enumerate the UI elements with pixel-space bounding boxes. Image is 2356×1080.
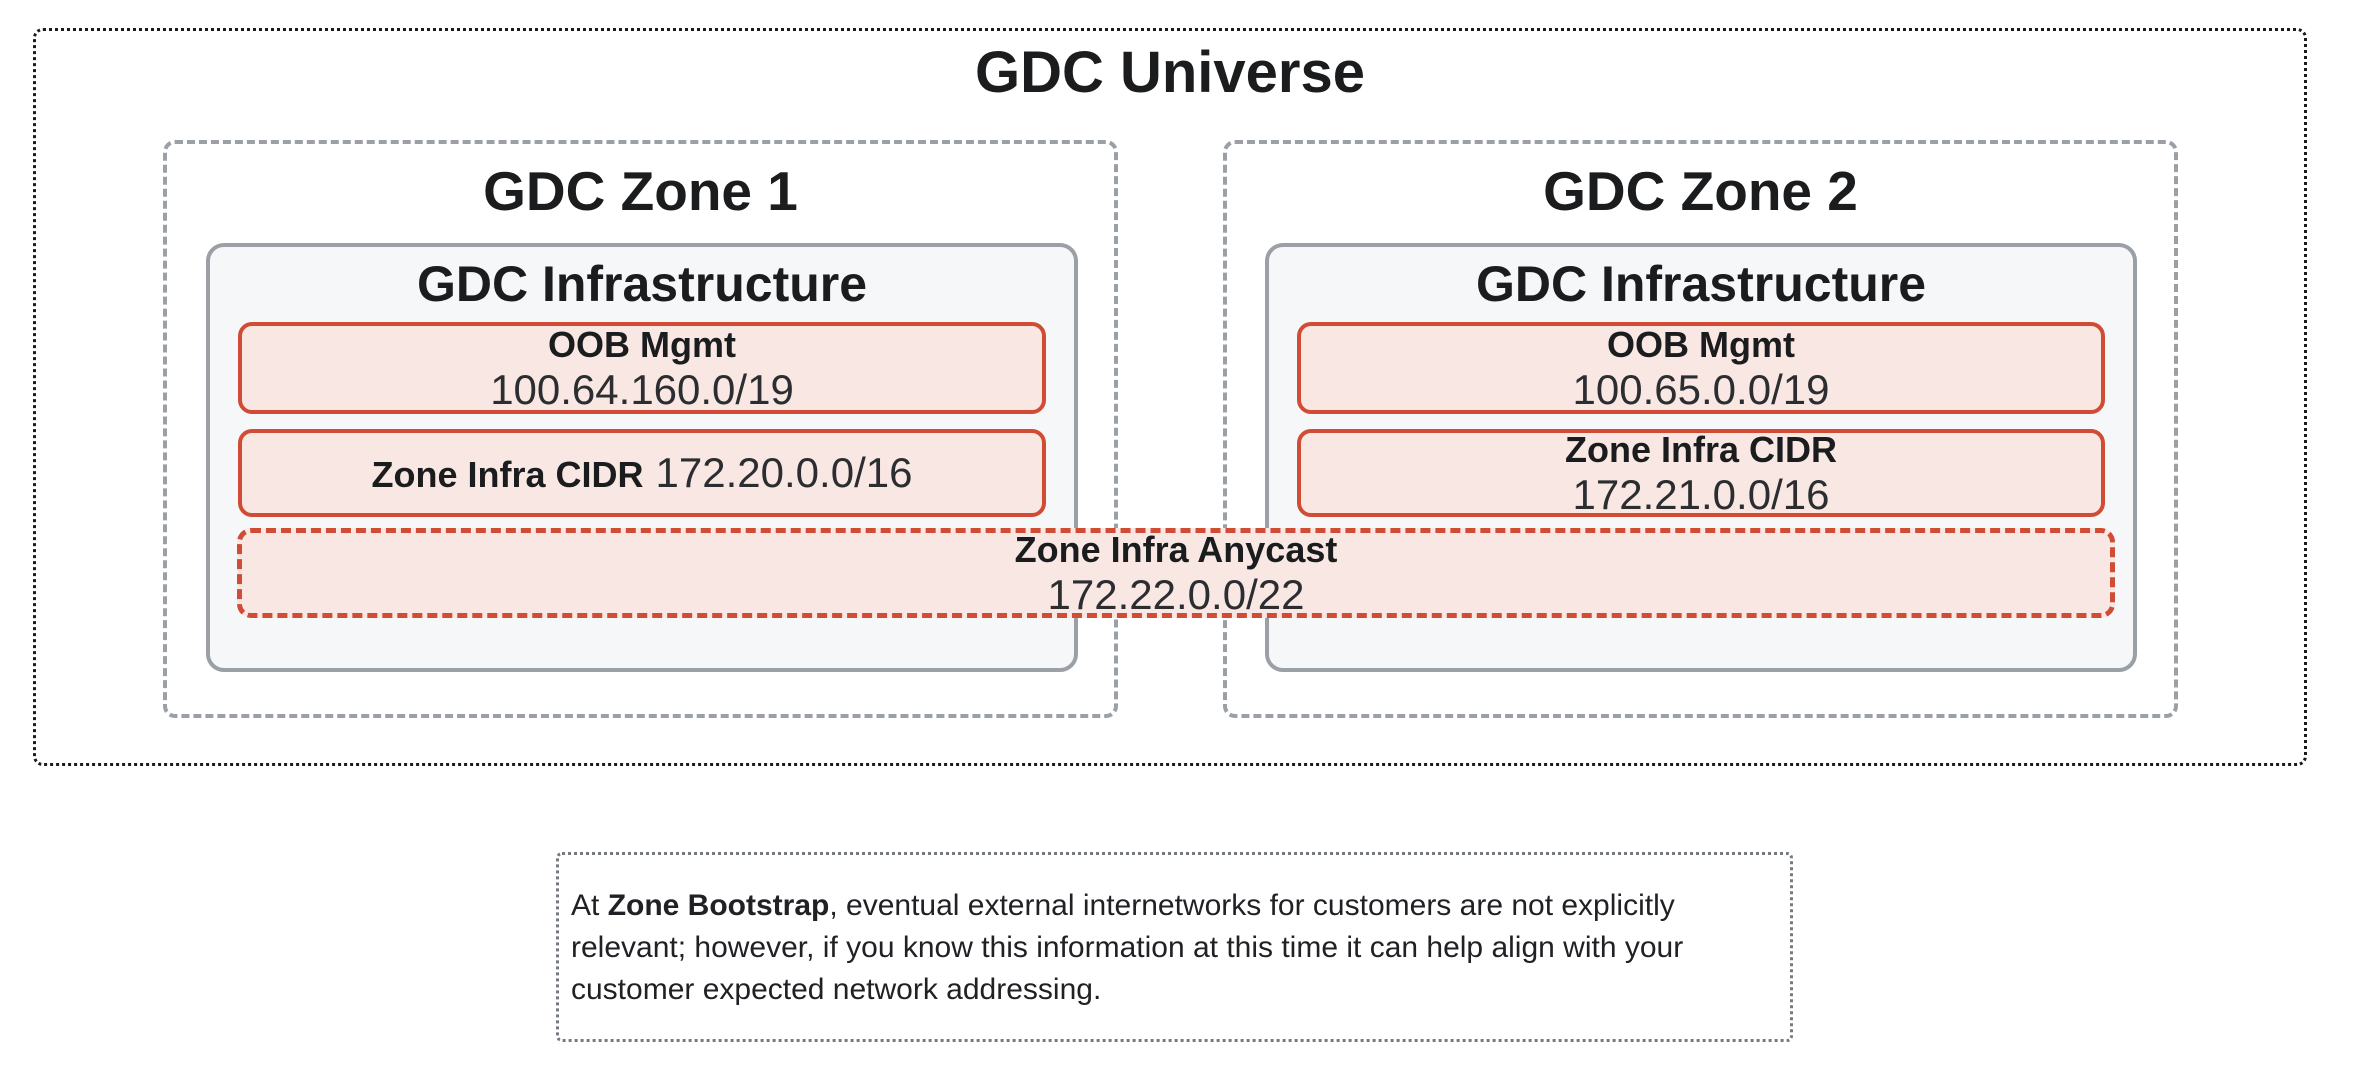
gdc-infrastructure-title-zone-2: GDC Infrastructure — [1475, 256, 1927, 312]
note-text-bold: Zone Bootstrap — [607, 889, 830, 922]
zone-infra-anycast-label: Zone Infra Anycast — [1014, 529, 1338, 571]
zone-infra-cidr-box-zone-1: Zone Infra CIDR 172.20.0.0/16 — [238, 429, 1046, 517]
zone-infra-anycast-box: Zone Infra Anycast 172.22.0.0/22 — [237, 528, 2115, 618]
oob-mgmt-cidr: 100.65.0.0/19 — [1572, 365, 1830, 413]
oob-mgmt-box-zone-1: OOB Mgmt 100.64.160.0/19 — [238, 322, 1046, 414]
gdc-universe-title: GDC Universe — [974, 40, 1366, 105]
gdc-zone-2-box: GDC Zone 2 — [1223, 140, 2178, 718]
zone-infra-cidr-label: Zone Infra CIDR — [1564, 429, 1837, 471]
note-box: At Zone Bootstrap, eventual external int… — [556, 852, 1793, 1042]
gdc-zone-1-box: GDC Zone 1 — [163, 140, 1118, 718]
zone-infra-cidr-value: 172.20.0.0/16 — [655, 448, 913, 496]
zone-infra-anycast-cidr: 172.22.0.0/22 — [1047, 570, 1305, 618]
gdc-infrastructure-title-zone-1: GDC Infrastructure — [416, 256, 868, 312]
zone-infra-cidr-box-zone-2: Zone Infra CIDR 172.21.0.0/16 — [1297, 429, 2105, 517]
oob-mgmt-cidr: 100.64.160.0/19 — [490, 365, 794, 413]
gdc-zone-2-title: GDC Zone 2 — [1543, 160, 1858, 222]
zone-infra-cidr-value: 172.21.0.0/16 — [1572, 470, 1830, 518]
oob-mgmt-label: OOB Mgmt — [1607, 324, 1795, 366]
oob-mgmt-box-zone-2: OOB Mgmt 100.65.0.0/19 — [1297, 322, 2105, 414]
zone-infra-cidr-label: Zone Infra CIDR — [371, 453, 644, 495]
gdc-zone-1-title: GDC Zone 1 — [483, 160, 798, 222]
oob-mgmt-label: OOB Mgmt — [548, 324, 736, 366]
note-text-prefix: At — [571, 889, 608, 922]
note-text-rest: , eventual external internetworks for cu… — [571, 889, 1684, 1006]
gdc-universe-box — [33, 28, 2307, 766]
